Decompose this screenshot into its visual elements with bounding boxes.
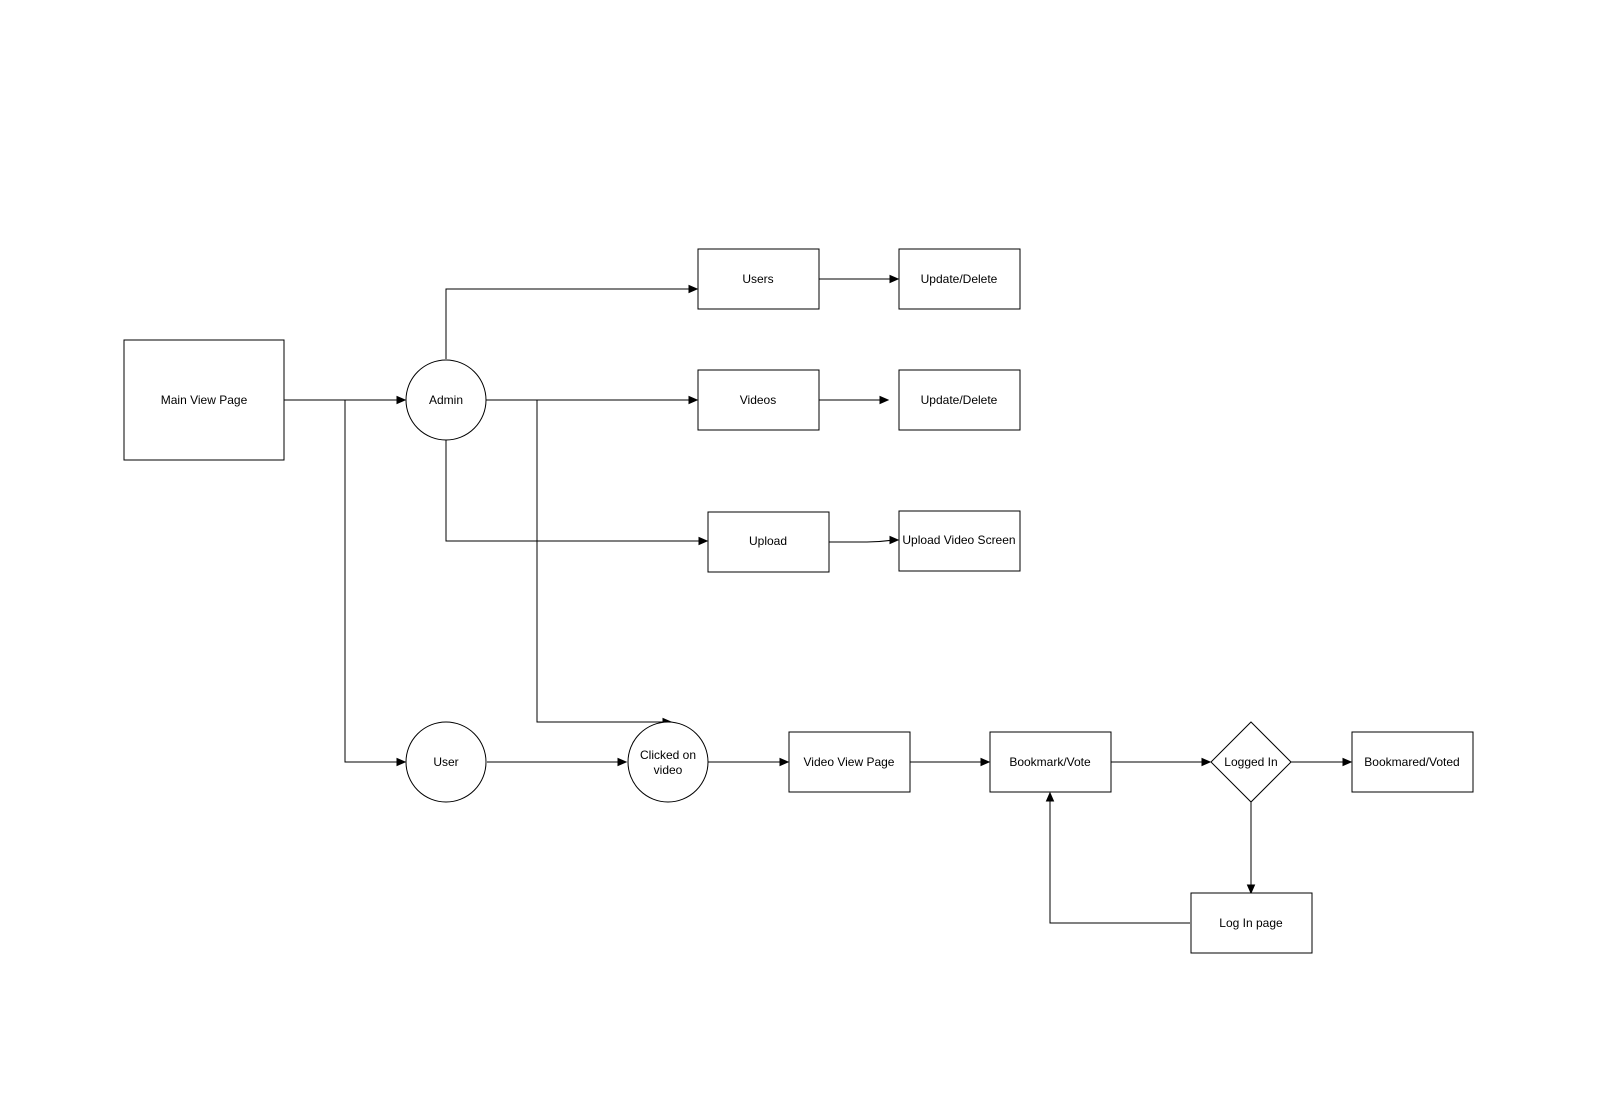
- node-circle: [405, 359, 487, 441]
- node-user[interactable]: User: [405, 721, 487, 803]
- node-box: [788, 731, 911, 793]
- node-videos[interactable]: Videos: [697, 369, 820, 431]
- node-label: Logged In: [1224, 755, 1277, 769]
- node-label: Upload Video Screen: [902, 533, 1015, 547]
- edge-login-page-to-bookmark: [1049, 798, 1190, 924]
- node-box: [898, 510, 1021, 572]
- node-box: [1190, 892, 1313, 954]
- arrowhead: [1342, 757, 1353, 767]
- node-label: Bookmark/Vote: [1009, 755, 1091, 769]
- node-box: [1351, 731, 1474, 793]
- arrowhead: [889, 535, 900, 545]
- node-label: Bookmared/Voted: [1364, 755, 1459, 769]
- node-circle: [405, 721, 487, 803]
- node-clicked-on-video[interactable]: Clicked on video: [627, 721, 709, 803]
- node-logged-in[interactable]: Logged In: [1210, 721, 1292, 803]
- edge-admin-to-users: [445, 288, 692, 359]
- node-label-line1: Clicked on: [640, 748, 696, 762]
- node-box: [898, 248, 1021, 310]
- node-box: [707, 511, 830, 573]
- edge-main-to-user: [344, 400, 400, 763]
- node-box: [697, 369, 820, 431]
- arrowhead: [698, 536, 709, 546]
- edge-admin-to-clicked-video: [536, 400, 666, 723]
- arrowhead: [1045, 791, 1055, 802]
- node-label: Users: [742, 272, 773, 286]
- node-label: Main View Page: [161, 393, 248, 407]
- arrowhead: [688, 284, 699, 294]
- node-label: Video View Page: [804, 755, 895, 769]
- node-circle: [627, 721, 709, 803]
- edge-upload-to-screen: [829, 539, 894, 543]
- node-upload[interactable]: Upload: [707, 511, 830, 573]
- arrowhead: [396, 395, 407, 405]
- node-log-in-page[interactable]: Log In page: [1190, 892, 1313, 954]
- edges: [284, 274, 1353, 924]
- node-label: Update/Delete: [921, 393, 998, 407]
- node-videos-update-delete[interactable]: Update/Delete: [898, 369, 1021, 431]
- node-label: Update/Delete: [921, 272, 998, 286]
- arrowhead: [779, 757, 790, 767]
- node-users[interactable]: Users: [697, 248, 820, 310]
- node-box: [898, 369, 1021, 431]
- node-users-update-delete[interactable]: Update/Delete: [898, 248, 1021, 310]
- node-diamond: [1210, 721, 1292, 803]
- node-label-line2: video: [654, 763, 683, 777]
- arrowhead: [889, 274, 900, 284]
- node-label: Videos: [740, 393, 776, 407]
- arrowhead: [617, 757, 628, 767]
- node-label: Admin: [429, 393, 463, 407]
- node-video-view-page[interactable]: Video View Page: [788, 731, 911, 793]
- arrowhead: [879, 395, 890, 405]
- node-box: [697, 248, 820, 310]
- edge-admin-to-upload: [445, 440, 702, 542]
- node-label: Log In page: [1219, 916, 1283, 930]
- node-admin[interactable]: Admin: [405, 359, 487, 441]
- node-upload-video-screen[interactable]: Upload Video Screen: [898, 510, 1021, 572]
- node-box: [989, 731, 1112, 793]
- arrowhead: [1201, 757, 1212, 767]
- node-bookmared-voted[interactable]: Bookmared/Voted: [1351, 731, 1474, 793]
- arrowhead: [1246, 884, 1256, 895]
- node-box: [123, 339, 285, 461]
- node-label: Upload: [749, 534, 787, 548]
- node-label: User: [433, 755, 458, 769]
- arrowhead: [396, 757, 407, 767]
- node-main-view-page[interactable]: Main View Page: [123, 339, 285, 461]
- arrowhead: [980, 757, 991, 767]
- arrowhead: [688, 395, 699, 405]
- node-bookmark-vote[interactable]: Bookmark/Vote: [989, 731, 1112, 793]
